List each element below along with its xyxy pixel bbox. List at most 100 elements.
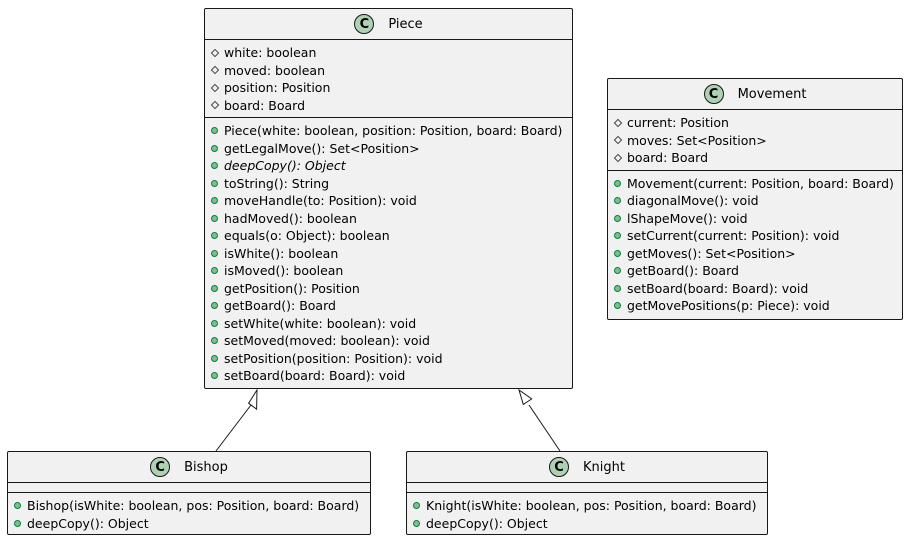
field-text: current: Position	[627, 115, 729, 130]
class-c-icon: C	[354, 14, 375, 34]
field-text: white: boolean	[224, 45, 317, 60]
method-row: hadMoved(): boolean	[205, 210, 572, 228]
class-header: C Movement	[608, 79, 902, 110]
field-row: moved: boolean	[205, 62, 572, 80]
class-bishop: C Bishop Bishop(isWhite: boolean, pos: P…	[7, 451, 371, 535]
method-text: hadMoved(): boolean	[224, 210, 357, 226]
public-visibility-icon	[211, 214, 218, 222]
protected-visibility-icon	[210, 101, 220, 110]
method-text: diagonalMove(): void	[627, 193, 759, 208]
class-header: C Bishop	[8, 452, 370, 483]
field-row: moves: Set<Position>	[608, 132, 902, 150]
method-text: setCurrent(current: Position): void	[627, 228, 840, 243]
methods-section: Movement(current: Position, board: Board…	[608, 171, 902, 318]
class-name: Knight	[583, 459, 625, 475]
field-text: moves: Set<Position>	[627, 132, 767, 148]
fields-section: current: Position moves: Set<Position>boa…	[608, 110, 902, 171]
method-row: moveHandle(to: Position): void	[205, 192, 572, 210]
method-text: lShapeMove(): void	[627, 210, 748, 226]
protected-visibility-icon	[210, 48, 220, 57]
class-header: C Knight	[407, 452, 767, 483]
method-text: toString(): String	[224, 175, 330, 191]
methods-section: Piece(white: boolean, position: Position…	[205, 118, 572, 388]
method-row: setMoved(moved: boolean): void	[205, 332, 572, 350]
method-row: setBoard(board: Board): void	[205, 367, 572, 385]
method-row: getPosition(): Position	[205, 280, 572, 298]
method-row: getBoard(): Board	[205, 297, 572, 315]
field-row: board: Board	[205, 97, 572, 115]
method-row: deepCopy(): Object	[205, 157, 572, 175]
class-c-icon: C	[549, 457, 570, 477]
class-knight: C Knight Knight(isWhite: boolean, pos: P…	[406, 451, 768, 535]
method-row: lShapeMove(): void	[608, 210, 902, 228]
method-text: getPosition(): Position	[224, 280, 360, 296]
method-row: Knight(isWhite: boolean, pos: Position, …	[407, 497, 767, 515]
method-row: Movement(current: Position, board: Board…	[608, 175, 902, 193]
protected-visibility-icon	[613, 153, 623, 162]
method-text: setMoved(moved: boolean): void	[224, 333, 430, 348]
method-text: Bishop(isWhite: boolean, pos: Position, …	[27, 498, 360, 513]
method-text: getMovePositions(p: Piece): void	[627, 298, 830, 313]
class-name: Movement	[737, 86, 807, 102]
method-text: Piece(white: boolean, position: Position…	[224, 123, 563, 138]
method-text: deepCopy(): Object	[224, 158, 346, 173]
public-visibility-icon	[413, 519, 420, 527]
method-row: deepCopy(): Object	[8, 515, 370, 533]
method-row: Piece(white: boolean, position: Position…	[205, 122, 572, 140]
method-row: Bishop(isWhite: boolean, pos: Position, …	[8, 497, 370, 515]
method-row: toString(): String	[205, 175, 572, 193]
public-visibility-icon	[211, 197, 218, 205]
method-text: deepCopy(): Object	[27, 515, 149, 531]
protected-visibility-icon	[210, 83, 220, 92]
method-text: Movement(current: Position, board: Board…	[627, 175, 894, 191]
method-row: getLegalMove(): Set<Position>	[205, 140, 572, 158]
public-visibility-icon	[211, 267, 218, 275]
arrowhead-knight-piece	[518, 388, 533, 406]
method-text: getLegalMove(): Set<Position>	[224, 140, 420, 156]
class-c-icon: C	[150, 457, 171, 477]
methods-section: Bishop(isWhite: boolean, pos: Position, …	[8, 493, 370, 535]
method-text: isWhite(): boolean	[224, 245, 339, 261]
method-text: setBoard(board: Board): void	[224, 368, 406, 383]
public-visibility-icon	[211, 127, 218, 135]
fields-section	[407, 483, 767, 493]
public-visibility-icon	[211, 162, 218, 170]
method-text: isMoved(): boolean	[224, 263, 344, 278]
method-text: setBoard(board: Board): void	[627, 280, 809, 296]
public-visibility-icon	[614, 197, 621, 205]
method-row: isWhite(): boolean	[205, 245, 572, 263]
public-visibility-icon	[211, 179, 218, 187]
class-header: C Piece	[205, 9, 572, 40]
method-row: diagonalMove(): void	[608, 192, 902, 210]
method-text: deepCopy(): Object	[426, 515, 548, 531]
public-visibility-icon	[211, 144, 218, 152]
public-visibility-icon	[614, 179, 621, 187]
public-visibility-icon	[211, 372, 218, 380]
method-text: Knight(isWhite: boolean, pos: Position, …	[426, 498, 757, 513]
field-row: white: boolean	[205, 44, 572, 62]
method-text: equals(o: Object): boolean	[224, 228, 390, 243]
field-row: position: Position	[205, 79, 572, 97]
method-row: equals(o: Object): boolean	[205, 227, 572, 245]
public-visibility-icon	[614, 214, 621, 222]
public-visibility-icon	[614, 302, 621, 310]
arrowhead-bishop-piece	[247, 388, 258, 411]
class-c-icon: C	[703, 84, 724, 104]
fields-section	[8, 483, 370, 493]
method-text: moveHandle(to: Position): void	[224, 193, 417, 208]
method-row: setWhite(white: boolean): void	[205, 315, 572, 333]
public-visibility-icon	[14, 502, 21, 510]
method-text: setWhite(white: boolean): void	[224, 315, 417, 331]
field-text: moved: boolean	[224, 62, 326, 78]
method-text: getBoard(): Board	[627, 263, 739, 278]
method-row: getMovePositions(p: Piece): void	[608, 297, 902, 315]
method-row: deepCopy(): Object	[407, 515, 767, 533]
method-row: isMoved(): boolean	[205, 262, 572, 280]
class-name: Bishop	[184, 459, 228, 475]
public-visibility-icon	[14, 519, 21, 527]
public-visibility-icon	[211, 232, 218, 240]
public-visibility-icon	[614, 267, 621, 275]
field-row: board: Board	[608, 149, 902, 167]
